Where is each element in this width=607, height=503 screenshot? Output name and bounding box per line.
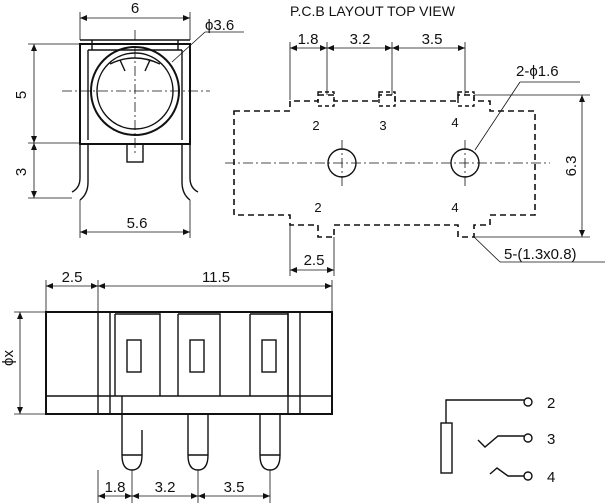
front-view: 6 ϕ3.6 5 3 [13,0,244,238]
side-dim-a: 1.8 [105,479,126,496]
pcb-dim-c: 3.5 [422,31,443,48]
pcb-height-dim: 6.3 [563,156,580,177]
front-leg-dim: 3 [13,168,30,176]
side-length-dim: 11.5 [202,269,230,286]
pcb-layout: P.C.B LAYOUT TOP VIEW 1.8 3.2 3.5 2 3 4 … [225,3,605,276]
front-width-dim: 6 [131,0,139,17]
pcb-pin-top-4: 4 [451,115,458,130]
pcb-layout-title: P.C.B LAYOUT TOP VIEW [290,3,456,19]
side-view: 2.5 11.5 ϕx [0,269,333,503]
schematic-pin-4: 4 [547,469,555,486]
side-dim-b: 3.2 [155,479,176,496]
pcb-pin-top-2: 2 [312,118,319,133]
side-front-dim: 2.5 [62,269,83,286]
schematic: 2 3 4 [440,395,555,486]
pcb-holes-dim: 2-ϕ1.6 [516,63,559,80]
front-height-dim: 5 [13,91,30,99]
pcb-pin-top-3: 3 [379,118,386,133]
side-dim-c: 3.5 [224,479,245,496]
pcb-dim-a: 1.8 [298,31,319,48]
side-dia-dim: ϕx [0,350,17,366]
front-leg-span-dim: 5.6 [127,215,148,232]
schematic-pin-3: 3 [547,431,555,448]
schematic-pin-2: 2 [547,395,555,412]
pcb-dim-b: 3.2 [350,31,371,48]
pcb-pad-offset-dim: 2.5 [304,252,325,269]
pcb-pads-dim: 5-(1.3x0.8) [504,246,577,263]
pcb-pin-bottom-4: 4 [451,200,458,215]
front-bore-dim: ϕ3.6 [205,17,234,34]
pcb-pin-bottom-2: 2 [314,200,321,215]
